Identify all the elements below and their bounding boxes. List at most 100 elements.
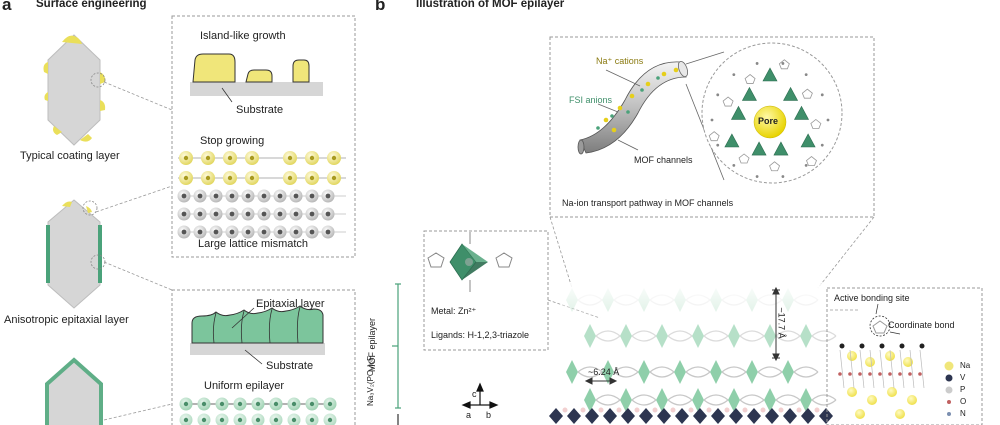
substrate-atom xyxy=(819,408,833,424)
axis-a-label: a xyxy=(466,410,472,420)
gray-atom-core xyxy=(245,211,251,217)
lattice-mismatch-label: Large lattice mismatch xyxy=(198,238,309,250)
zn-node xyxy=(656,324,668,348)
gray-atom-core xyxy=(293,193,299,199)
na-ion xyxy=(673,67,679,73)
epitaxial-layer-label: Epitaxial layer xyxy=(256,298,325,310)
na-atom xyxy=(903,357,913,367)
gray-atom-core xyxy=(245,193,251,199)
substrate-atom xyxy=(639,408,653,424)
zn-tetrahedron xyxy=(724,133,740,148)
atom-dot xyxy=(732,73,736,77)
lattice-fade xyxy=(560,284,830,324)
gray-atom-core xyxy=(261,193,267,199)
green-atom-core xyxy=(273,401,279,407)
pore-structure xyxy=(708,59,830,178)
o-atom xyxy=(898,372,902,376)
o-atom xyxy=(908,372,912,376)
side-formula-label: Na₃V₂(PO₄)₂F xyxy=(366,355,375,406)
green-atom-core xyxy=(183,401,189,407)
coordinate-bond-label: Coordinate bond xyxy=(888,320,955,330)
substrate-atom xyxy=(549,408,563,424)
pore-sphere xyxy=(753,105,787,139)
typical-coating-particle xyxy=(43,34,106,146)
atom-dot xyxy=(820,93,824,97)
gray-atom-core xyxy=(309,211,315,217)
zn-node xyxy=(674,360,686,384)
atom-dot xyxy=(755,62,759,65)
yellow-atom-core xyxy=(183,155,189,161)
na-ion xyxy=(661,71,667,77)
substrate-o xyxy=(562,407,568,413)
active-site-ring xyxy=(869,303,901,337)
gray-atom-core xyxy=(229,229,235,235)
nvpf-structure xyxy=(838,343,925,419)
gray-atom-core xyxy=(229,193,235,199)
zn-node xyxy=(692,324,704,348)
v-atom xyxy=(879,343,885,349)
box-metal-ligand xyxy=(423,230,549,351)
o-atom xyxy=(838,372,842,376)
panel-b-title: Illustration of MOF epilayer xyxy=(416,0,565,10)
substrate-o xyxy=(670,407,676,413)
substrate-atom xyxy=(747,408,761,424)
substrate-atom xyxy=(585,408,599,424)
atom-dot xyxy=(716,93,720,97)
triazole-ring xyxy=(806,156,817,166)
green-atom-core xyxy=(273,417,279,423)
substrate-atom xyxy=(567,408,581,424)
bond xyxy=(869,349,875,389)
active-site-label: Active bonding site xyxy=(834,293,910,303)
box-transport-pathway xyxy=(549,36,875,218)
gray-atom-core xyxy=(181,211,187,217)
substrate-atom xyxy=(675,408,689,424)
linker xyxy=(595,330,621,342)
zn-node xyxy=(782,360,794,384)
atom-dot xyxy=(781,175,785,178)
linker xyxy=(631,394,657,406)
na-atom xyxy=(855,409,865,419)
legend-marker-na xyxy=(944,361,954,371)
zn-node xyxy=(656,388,668,412)
linker xyxy=(757,366,783,378)
dimension-6-arrow xyxy=(584,377,618,385)
zn-node xyxy=(584,324,596,348)
linker xyxy=(595,394,621,406)
substrate-atom xyxy=(783,408,797,424)
green-atom-core xyxy=(327,417,333,423)
bond xyxy=(879,349,885,389)
gray-atom-core xyxy=(293,211,299,217)
axis-c-label: c xyxy=(472,389,477,399)
box-bonding-site xyxy=(826,287,983,425)
dimension-17-arrow xyxy=(772,286,780,362)
legend-marker-p xyxy=(945,386,953,394)
stop-growing-label: Stop growing xyxy=(200,135,265,147)
substrate-atom xyxy=(729,408,743,424)
bond xyxy=(909,349,915,389)
na-atom xyxy=(895,409,905,419)
zn-tetrahedron xyxy=(730,105,746,120)
fsi-ion xyxy=(626,110,630,114)
triazole-ring xyxy=(722,96,734,107)
ligands-label: Ligands: H-1,2,3-triazole xyxy=(431,330,530,340)
green-atom-core xyxy=(237,417,243,423)
substrate-o xyxy=(616,407,622,413)
zn-node xyxy=(566,360,578,384)
bond xyxy=(899,349,905,389)
zn-node xyxy=(584,388,596,412)
substrate-o xyxy=(742,407,748,413)
linker xyxy=(703,394,729,406)
yellow-atom-core xyxy=(287,175,293,181)
uniform-epilayer-label: Uniform epilayer xyxy=(204,380,285,392)
legend-marker-n xyxy=(947,412,951,416)
fsi-ion xyxy=(656,76,660,80)
na-ion xyxy=(645,81,651,87)
zn-tetrahedron xyxy=(783,86,799,101)
zn-tetrahedron-model xyxy=(427,232,513,292)
gray-atom-core xyxy=(293,229,299,235)
linker xyxy=(613,366,639,378)
o-atom xyxy=(848,372,852,376)
yellow-atom-core xyxy=(287,155,293,161)
island-growth-illustration xyxy=(190,53,323,103)
na-atom xyxy=(847,351,857,361)
